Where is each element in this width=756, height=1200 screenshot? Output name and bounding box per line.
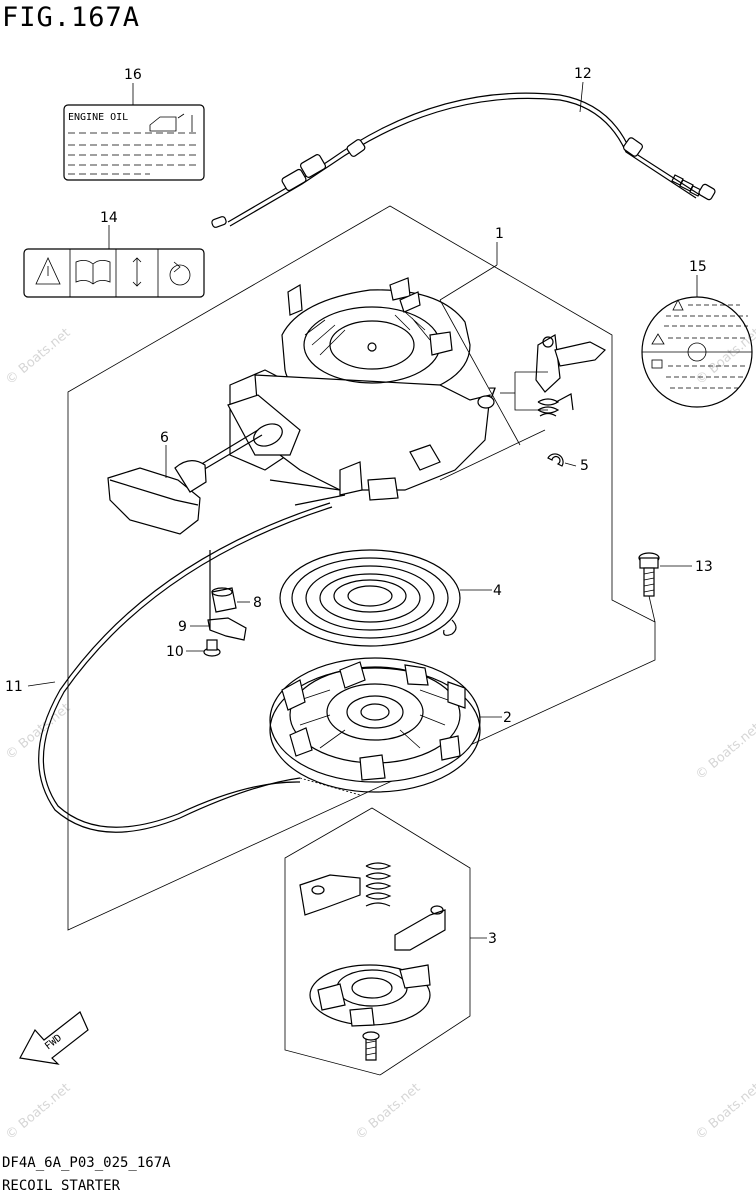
callout-1: 1 (495, 226, 504, 242)
rotation-icon (169, 264, 191, 286)
watermark: © Boats.net (693, 1081, 756, 1143)
callout-11: 11 (5, 679, 23, 695)
callout-8: 8 (253, 595, 262, 611)
figure-caption: RECOIL STARTER (2, 1178, 121, 1194)
figure-title: FIG.167A (2, 2, 141, 33)
watermark: © Boats.net (3, 701, 73, 763)
callout-10: 10 (166, 644, 184, 660)
warning-icon (35, 257, 61, 285)
manual-book-icon (75, 260, 111, 285)
recoil-spring-part (279, 549, 461, 647)
watermark: © Boats.net (693, 721, 756, 783)
reel-part (269, 657, 481, 796)
starter-handle-part (107, 460, 207, 535)
callout-13: 13 (695, 559, 713, 575)
watermark: © Boats.net (693, 326, 756, 388)
figure-code: DF4A_6A_P03_025_167A (2, 1155, 171, 1171)
round-label-part (641, 296, 753, 408)
starter-cable-part (211, 92, 716, 228)
callout-16: 16 (124, 67, 142, 83)
callout-14: 14 (100, 210, 118, 226)
leader-lines (27, 81, 698, 939)
engine-oil-label-part: ENGINE OIL (63, 104, 205, 181)
recoil-case-part (199, 277, 495, 506)
pull-direction-icon (132, 257, 142, 287)
callout-2: 2 (503, 710, 512, 726)
assembly-boundary (67, 205, 656, 931)
callout-15: 15 (689, 259, 707, 275)
callout-9: 9 (178, 619, 187, 635)
forward-arrow-icon: FWD (19, 1011, 89, 1065)
callout-3: 3 (488, 931, 497, 947)
starter-rope-part (38, 502, 331, 833)
warning-label-part (23, 248, 205, 298)
callout-7: 7 (488, 386, 497, 402)
watermark: © Boats.net (3, 1081, 73, 1143)
engine-oil-text: ENGINE OIL (68, 112, 128, 123)
watermark: © Boats.net (353, 1081, 423, 1143)
callout-6: 6 (160, 430, 169, 446)
bolt-part (638, 552, 660, 623)
callout-4: 4 (493, 583, 502, 599)
watermark: © Boats.net (3, 326, 73, 388)
ratchet-kit-part (284, 807, 471, 1076)
small-parts-8-9-10 (203, 550, 247, 657)
callout-12: 12 (574, 66, 592, 82)
callout-5: 5 (580, 458, 589, 474)
callout-numbers: 1 2 3 4 5 6 7 8 9 10 11 12 13 14 15 16 (5, 66, 713, 947)
lever-part (535, 334, 606, 467)
